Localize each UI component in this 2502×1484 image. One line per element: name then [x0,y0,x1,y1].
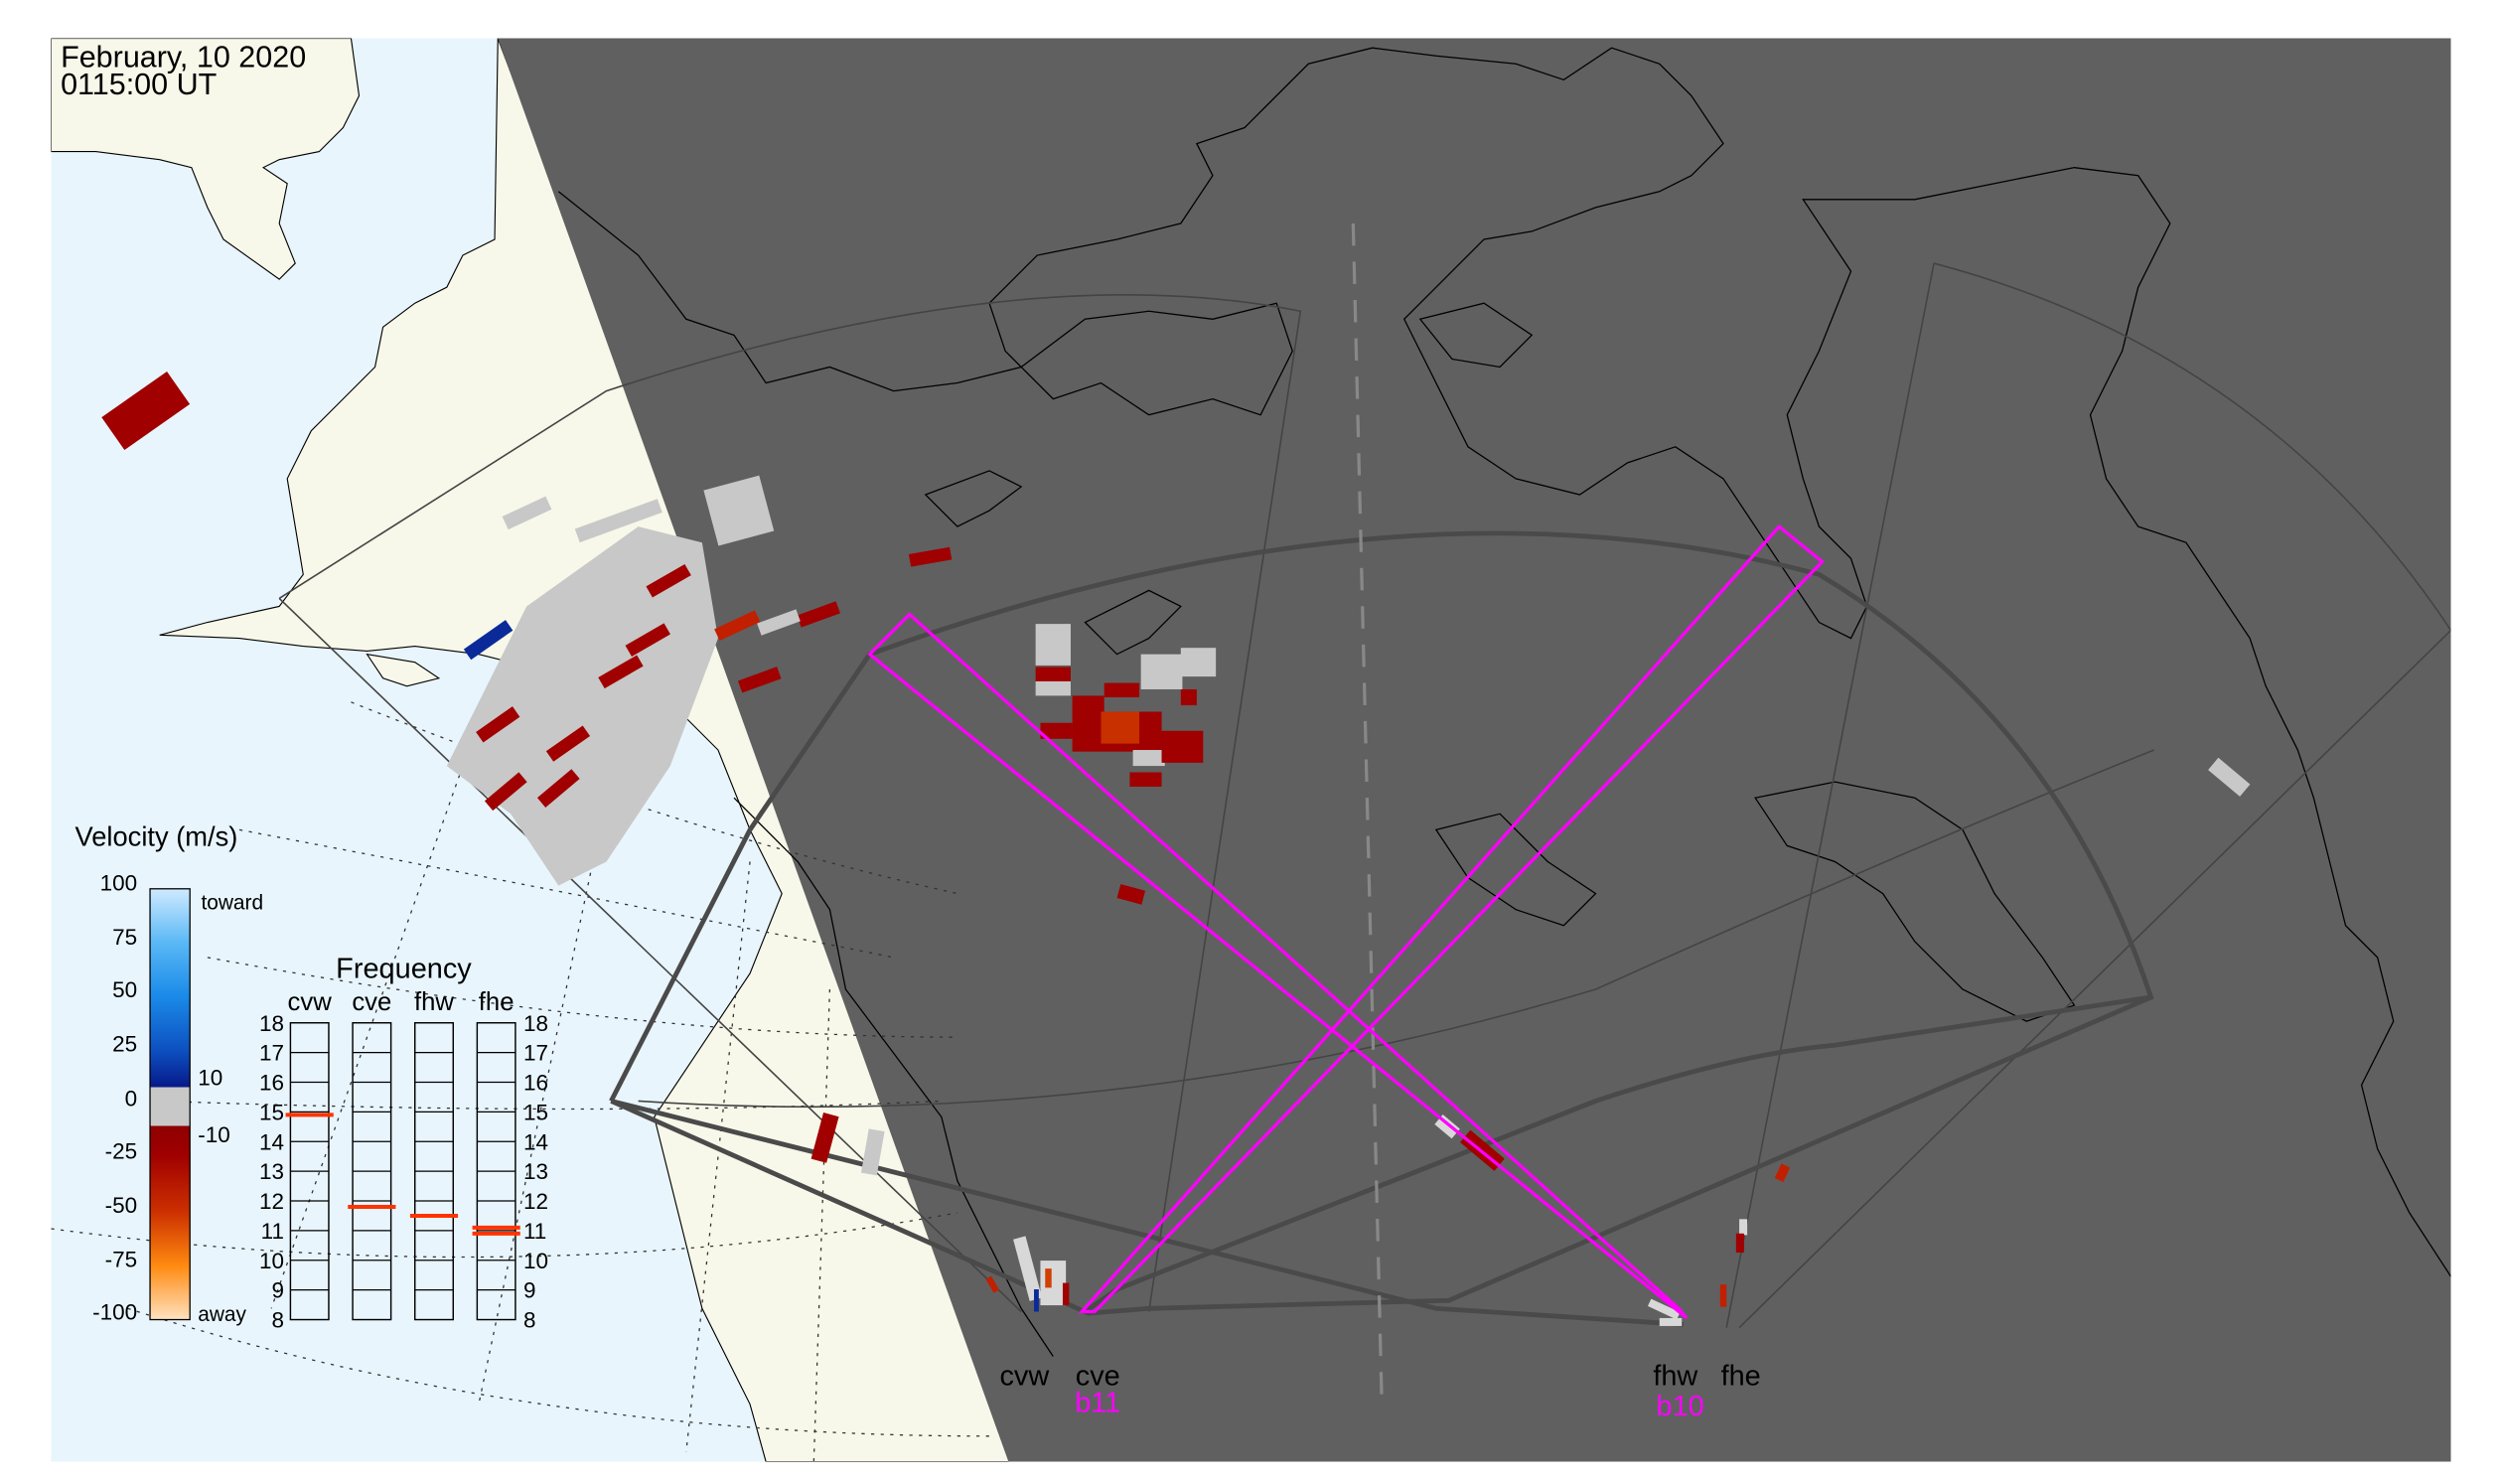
frequency-tick-right: 9 [523,1278,536,1303]
frequency-tick-left: 14 [259,1129,284,1154]
radar-label-fhw: fhw [1653,1360,1697,1392]
velocity-tick: -75 [105,1248,137,1272]
frequency-tick-right: 18 [523,1011,548,1036]
date-label: February, 10 2020 [61,40,306,74]
frequency-column-label: cvw [288,988,333,1016]
velocity-colorbar [149,888,191,1321]
frequency-column-label: fhw [414,988,454,1016]
frequency-tick-right: 11 [523,1219,546,1244]
frequency-title: Frequency [336,954,472,985]
frequency-tick-left: 13 [259,1159,284,1184]
frequency-tick-right: 14 [523,1129,548,1154]
fov-outlines-thick [609,530,2154,1327]
beam-b11-outline [1078,523,1825,1314]
night-terminator-region [498,38,2451,1462]
radar-label-fhe: fhe [1721,1360,1761,1392]
frequency-tick-left: 11 [261,1219,284,1244]
velocity-tick: -50 [105,1193,137,1218]
velocity-tick: 50 [112,977,137,1002]
beam-b10-outline [867,612,1689,1320]
frequency-column-label: fhe [479,988,515,1016]
frequency-tick-left: 10 [259,1249,284,1273]
frequency-tick-right: 13 [523,1159,548,1184]
frequency-column-label: cve [352,988,391,1016]
velocity-legend-title: Velocity (m/s) [75,820,238,851]
frequency-tick-left: 8 [271,1308,284,1333]
frequency-tick-left: 12 [259,1189,284,1214]
velocity-tick: 25 [112,1032,137,1057]
frequency-tick-left: 15 [259,1100,284,1124]
velocity-tick: 100 [100,870,138,895]
beam-label-b10: b10 [1657,1391,1704,1422]
velocity-tick: 75 [112,925,137,950]
velocity-colorbar-ticks: 100 75 50 25 0 -25 -50 -75 -100 [92,870,137,1324]
fov-outlines-thin [278,262,2452,1329]
frequency-tick-left: 17 [259,1041,284,1066]
frequency-tick-right: 15 [523,1100,548,1124]
velocity-tick: -25 [105,1138,137,1163]
velocity-tick: -100 [92,1300,137,1325]
beam-label-b11: b11 [1075,1388,1120,1419]
meridian-dashed-line [1351,223,1384,1405]
radar-label-cve: cve [1076,1360,1120,1392]
grid-label-minus-10: -10 [198,1122,229,1147]
away-label: away [198,1303,246,1326]
land-masses [50,37,1039,1463]
frequency-tick-left: 16 [259,1071,284,1096]
time-label: 0115:00 UT [61,68,217,101]
frequency-tick-right: 17 [523,1041,548,1066]
geographic-grid [51,701,990,1462]
toward-label: toward [201,892,263,915]
frequency-tick-left: 18 [259,1011,284,1036]
frequency-tick-right: 12 [523,1189,548,1214]
frequency-tick-right: 10 [523,1249,548,1273]
frequency-tick-left: 9 [271,1278,284,1303]
frequency-tick-right: 8 [523,1308,536,1333]
velocity-tick: 0 [125,1086,138,1111]
frequency-tick-right: 16 [523,1071,548,1096]
grid-label-10: 10 [198,1065,222,1090]
radar-label-cvw: cvw [999,1360,1049,1392]
